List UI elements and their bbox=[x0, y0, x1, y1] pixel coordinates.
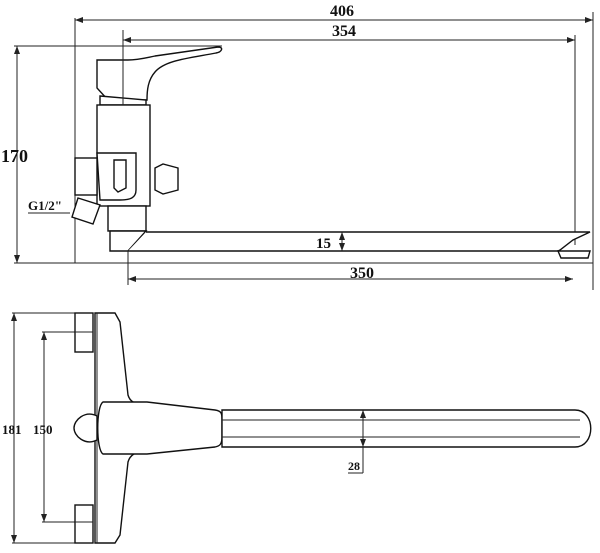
lever-handle-top bbox=[97, 401, 223, 455]
cartridge-dome bbox=[73, 413, 98, 443]
dimension-150: 150 bbox=[33, 331, 75, 523]
dimension-350: 350 bbox=[127, 251, 573, 285]
dim-label-15: 15 bbox=[316, 236, 331, 252]
dim-label-170: 170 bbox=[1, 146, 28, 166]
dim-label-181: 181 bbox=[2, 422, 22, 437]
dim-label-150: 150 bbox=[33, 422, 53, 437]
dim-label-354: 354 bbox=[332, 23, 356, 40]
top-view: 181 150 28 bbox=[2, 312, 592, 544]
spout-side bbox=[128, 231, 591, 252]
dimension-28: 28 bbox=[348, 410, 366, 474]
thread-size-label: G1/2" bbox=[28, 198, 62, 213]
dim-label-350: 350 bbox=[350, 265, 374, 282]
dim-label-406: 406 bbox=[330, 3, 354, 20]
aerator bbox=[556, 250, 591, 259]
side-view: 406 354 170 bbox=[1, 3, 594, 290]
spout-top bbox=[221, 409, 592, 448]
dimension-15: 15 bbox=[316, 232, 345, 252]
inlet-thread-fitting bbox=[71, 197, 101, 225]
faucet-top-body bbox=[73, 312, 592, 544]
dimension-406: 406 bbox=[74, 3, 594, 290]
dim-label-28: 28 bbox=[348, 459, 360, 473]
dimension-170: 170 bbox=[1, 45, 593, 264]
faucet-side-body bbox=[71, 30, 591, 259]
